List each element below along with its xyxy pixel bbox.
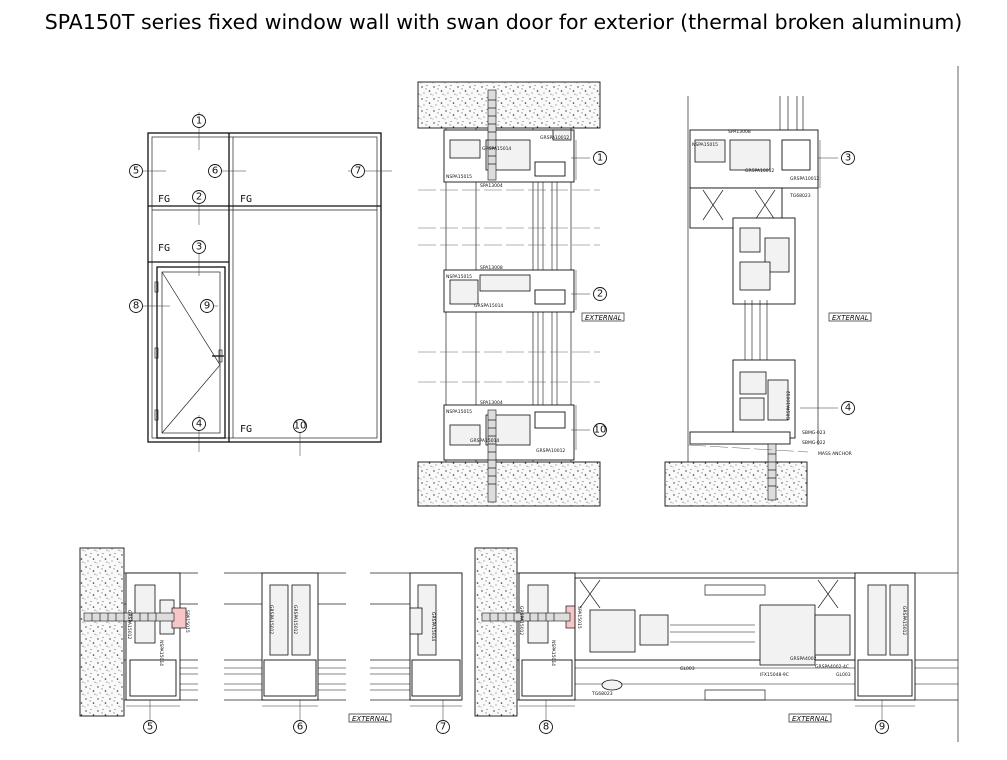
section-marker-6: 6	[293, 720, 307, 734]
svg-text:GRSPA15014: GRSPA15014	[482, 146, 511, 152]
svg-text:GRSPA10012: GRSPA10012	[540, 135, 569, 141]
svg-text:NSPA15015: NSPA15015	[692, 142, 718, 148]
fg-label: FG	[240, 424, 252, 435]
svg-text:GRSPA15014: GRSPA15014	[470, 438, 499, 444]
svg-text:NSPA15014: NSPA15014	[550, 640, 556, 666]
svg-text:GRSPA15014: GRSPA15014	[474, 303, 503, 309]
section-marker-8: 8	[129, 299, 143, 313]
section-marker-7: 7	[351, 164, 365, 178]
elevation-outer-frame	[147, 132, 382, 443]
svg-text:NSPA15015: NSPA15015	[446, 174, 472, 180]
svg-text:SPA13008: SPA13008	[728, 129, 751, 135]
svg-text:5: 5	[147, 722, 153, 733]
svg-text:9: 9	[204, 301, 210, 312]
door-leaf	[156, 266, 226, 439]
fg-label: FG	[158, 194, 170, 205]
section-marker-10: 10	[593, 423, 607, 437]
concrete-head	[417, 81, 601, 129]
svg-text:GRSPA10012: GRSPA10012	[536, 448, 565, 454]
concrete-jamb	[79, 547, 125, 717]
concrete-jamb	[474, 547, 518, 717]
svg-text:SPA13004: SPA13004	[480, 183, 503, 189]
svg-text:GRSPA15012: GRSPA15012	[126, 610, 132, 639]
vertical-section-window: GRSPA10012 GRSPA15014 NSPA15015 SPA13004…	[417, 81, 625, 507]
svg-text:GRSPA15014: GRSPA15014	[430, 612, 436, 641]
external-label: EXTERNAL	[585, 314, 622, 322]
drawing-title: SPA150T series fixed window wall with sw…	[44, 10, 963, 34]
svg-text:4: 4	[196, 419, 202, 430]
svg-text:NSPA15015: NSPA15015	[446, 409, 472, 415]
svg-text:GRSPA15012: GRSPA15012	[268, 605, 274, 634]
section-marker-7: 7	[436, 720, 450, 734]
section-marker-8: 8	[539, 720, 553, 734]
section-marker-6: 6	[208, 164, 222, 178]
door-swing-line	[161, 271, 221, 434]
svg-text:SPA13004: SPA13004	[480, 400, 503, 406]
external-label: EXTERNAL	[352, 715, 389, 723]
external-label: EXTERNAL	[792, 715, 829, 723]
section-marker-5: 5	[129, 164, 143, 178]
section-marker-5: 5	[143, 720, 157, 734]
svg-text:TG68023: TG68023	[789, 193, 811, 199]
svg-text:GL003: GL003	[836, 672, 851, 678]
svg-text:SPA13008: SPA13008	[480, 265, 503, 271]
svg-text:10: 10	[594, 425, 607, 436]
svg-text:GRSPA15012: GRSPA15012	[901, 606, 907, 635]
section-marker-4: 4	[192, 417, 206, 431]
svg-text:SBMG-022: SBMG-022	[802, 440, 826, 446]
svg-text:3: 3	[196, 242, 202, 253]
svg-text:IFX15048-9C: IFX15048-9C	[760, 672, 789, 678]
svg-text:1: 1	[597, 153, 603, 164]
fg-label: FG	[240, 194, 252, 205]
svg-text:GRSPA10012: GRSPA10012	[790, 176, 819, 182]
external-label: EXTERNAL	[832, 314, 869, 322]
section-marker-4: 4	[841, 401, 855, 415]
fg-label: FG	[158, 243, 170, 254]
section-marker-1: 1	[593, 151, 607, 165]
svg-text:NSPA15015: NSPA15015	[446, 274, 472, 280]
svg-text:2: 2	[196, 192, 202, 203]
svg-text:2: 2	[597, 289, 603, 300]
svg-text:MASS ANCHOR: MASS ANCHOR	[818, 451, 852, 457]
svg-text:6: 6	[297, 722, 303, 733]
section-marker-2: 2	[192, 190, 206, 204]
concrete-floor	[664, 461, 808, 507]
section-marker-9: 9	[200, 299, 214, 313]
section-marker-10: 10	[293, 419, 307, 433]
svg-text:GRSPA4002-4C: GRSPA4002-4C	[815, 664, 849, 670]
horizontal-section-window: SPA15015 GRSPA15012 NSPA15014 GRSPA15012…	[79, 547, 463, 734]
svg-text:GRSPA10012: GRSPA10012	[745, 168, 774, 174]
svg-text:GRSPA15012: GRSPA15012	[518, 606, 524, 635]
svg-text:SPA15015: SPA15015	[576, 606, 582, 629]
section-marker-3: 3	[841, 151, 855, 165]
svg-text:5: 5	[133, 166, 139, 177]
svg-text:GRSPA15012: GRSPA15012	[292, 605, 298, 634]
section-marker-3: 3	[192, 240, 206, 254]
svg-text:9: 9	[879, 722, 885, 733]
svg-text:7: 7	[440, 722, 446, 733]
svg-text:6: 6	[212, 166, 218, 177]
svg-text:10: 10	[294, 421, 307, 432]
svg-text:4: 4	[845, 403, 851, 414]
svg-text:TG68023: TG68023	[591, 691, 613, 697]
concrete-sill	[417, 461, 601, 507]
vertical-section-door: SPA13008 NSPA15015 GRSPA10012 GRSPA10012…	[664, 96, 872, 507]
svg-text:GRSPA10012: GRSPA10012	[786, 391, 792, 420]
section-marker-1: 1	[192, 114, 206, 128]
svg-text:GL003: GL003	[680, 666, 695, 672]
front-elevation: FG FG FG FG 1 5 6 7 2 3 8 9 4 10	[129, 112, 392, 456]
section-marker-9: 9	[875, 720, 889, 734]
svg-text:8: 8	[543, 722, 549, 733]
svg-text:SPA15015: SPA15015	[184, 610, 190, 633]
svg-text:GRSPA4002: GRSPA4002	[790, 656, 817, 662]
svg-text:NSPA15014: NSPA15014	[158, 640, 164, 666]
svg-text:3: 3	[845, 153, 851, 164]
section-marker-2: 2	[593, 287, 607, 301]
svg-text:SBMG-023: SBMG-023	[802, 430, 826, 436]
horizontal-section-door: SPA15015 GRSPA15012 NSPA15014 TG68023 GR…	[474, 547, 958, 734]
svg-text:1: 1	[196, 116, 202, 127]
svg-text:8: 8	[133, 301, 139, 312]
svg-text:7: 7	[355, 166, 361, 177]
